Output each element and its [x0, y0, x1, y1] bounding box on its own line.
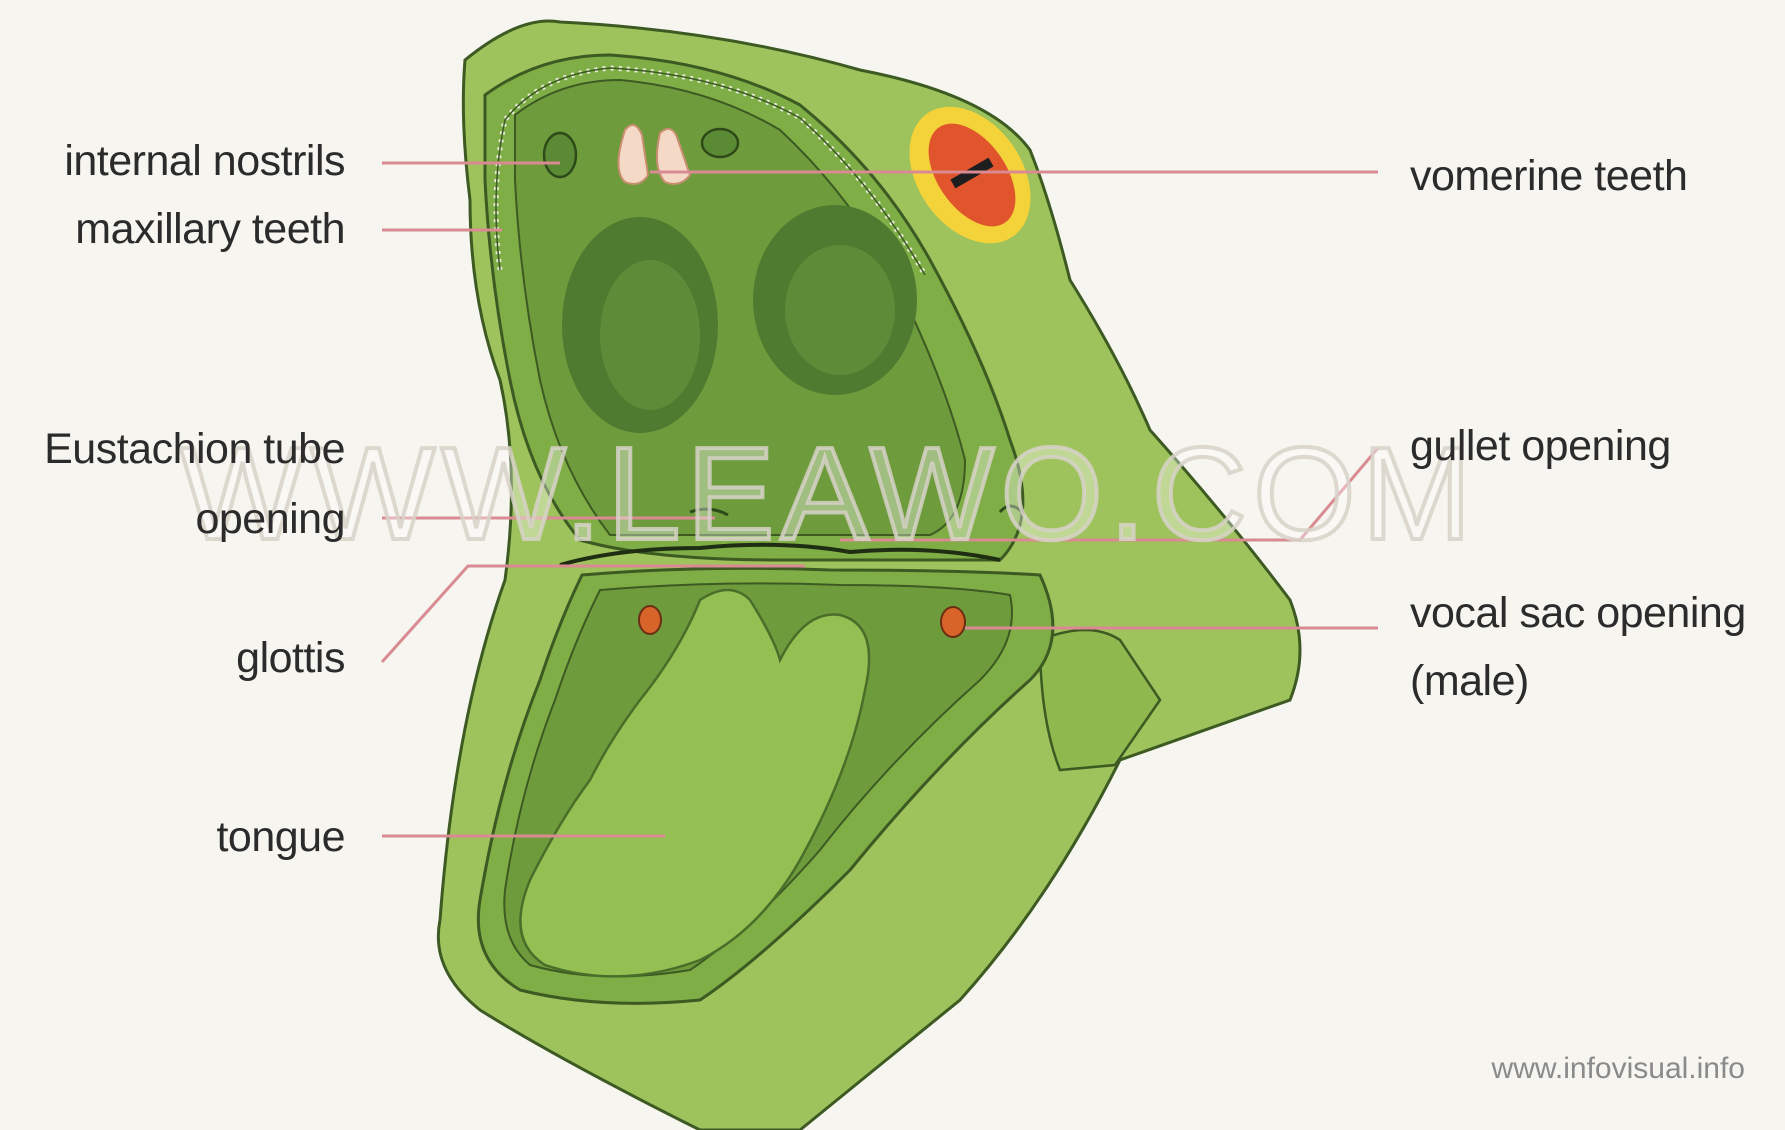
- label-vocal-sac-opening: vocal sac opening: [1410, 592, 1746, 635]
- label-maxillary-teeth: maxillary teeth: [75, 208, 345, 251]
- left-internal-nostril: [544, 133, 576, 177]
- label-vocal-sac-male: (male): [1410, 660, 1529, 703]
- source-credit: www.infovisual.info: [1492, 1052, 1745, 1086]
- label-eustachian-opening: opening: [195, 498, 345, 541]
- vocal-sac-opening-left: [639, 606, 661, 634]
- label-gullet-opening: gullet opening: [1410, 425, 1671, 468]
- vocal-sac-opening-right: [941, 607, 965, 637]
- label-vomerine-teeth: vomerine teeth: [1410, 155, 1687, 198]
- label-glottis: glottis: [236, 637, 345, 680]
- label-eustachian-tube: Eustachion tube: [44, 428, 345, 471]
- label-tongue: tongue: [216, 816, 345, 859]
- right-internal-nostril: [702, 129, 738, 157]
- label-internal-nostrils: internal nostrils: [64, 140, 345, 183]
- watermark: WWW.LEAWO.COM: [180, 418, 1478, 569]
